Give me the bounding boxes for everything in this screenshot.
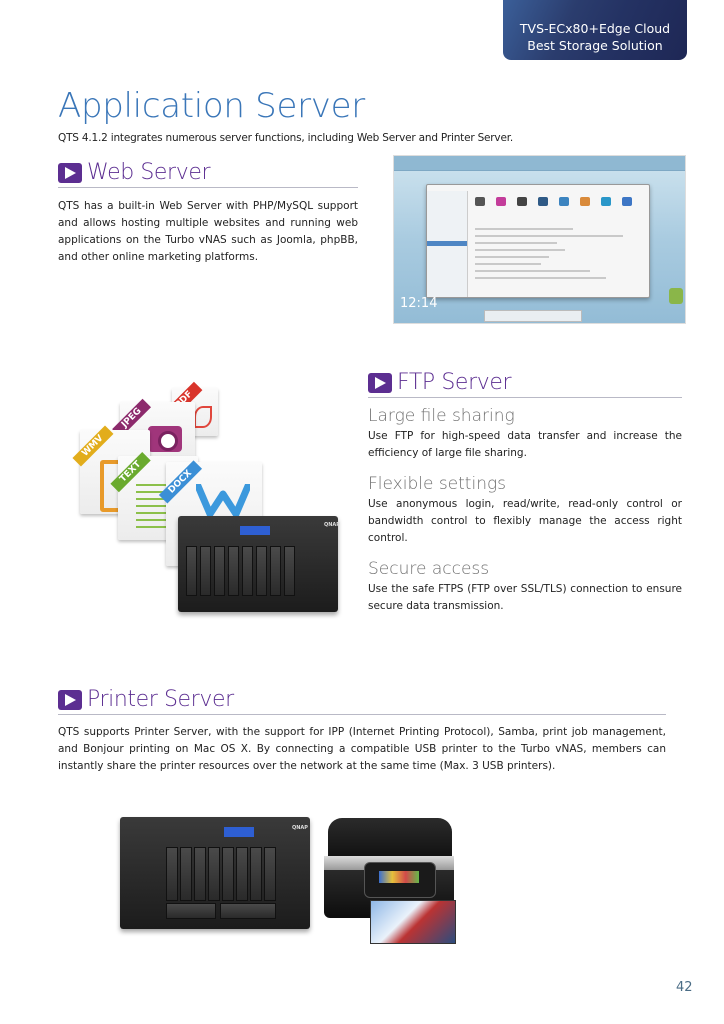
- ftp-server-title: FTP Server: [397, 370, 512, 395]
- ftp-feature-secure-access: Secure access Use the safe FTPS (FTP ove…: [368, 559, 682, 615]
- feature-title: Secure access: [368, 559, 490, 579]
- desktop-dock: [484, 310, 582, 322]
- web-server-settings-form: [475, 223, 639, 284]
- file-types-illustration: PDF JPEG WMV TEXT DOCX QNAP: [68, 380, 358, 615]
- control-panel-app-icons: [475, 197, 632, 206]
- ftp-feature-flexible-settings: Flexible settings Use anonymous login, r…: [368, 474, 682, 547]
- nas-device-image-2: QNAP: [120, 817, 310, 929]
- banner-line-2: Best Storage Solution: [527, 38, 663, 53]
- ftp-server-section: FTP Server Large file sharing Use FTP fo…: [368, 370, 682, 615]
- android-app-icon: [669, 288, 683, 304]
- feature-title: Flexible settings: [368, 474, 507, 494]
- section-arrow-icon: [368, 372, 392, 393]
- ftp-server-heading: FTP Server: [368, 370, 682, 398]
- nas-device-image: QNAP: [178, 516, 340, 612]
- header-banner: TVS-ECx80+Edge Cloud Best Storage Soluti…: [503, 0, 687, 60]
- printed-photo: [370, 900, 456, 944]
- nas-lcd-display: [240, 526, 270, 535]
- qnap-logo: QNAP: [324, 522, 340, 528]
- section-arrow-icon: [58, 162, 82, 183]
- printer-server-title: Printer Server: [87, 687, 234, 712]
- word-w-logo-icon: [196, 484, 250, 516]
- printer-server-body: QTS supports Printer Server, with the su…: [58, 726, 666, 772]
- qnap-logo: QNAP: [292, 825, 308, 831]
- page-title: Application Server: [58, 86, 365, 126]
- banner-line-1: TVS-ECx80+Edge Cloud: [519, 21, 671, 36]
- web-server-section: Web Server QTS has a built-in Web Server…: [58, 160, 358, 266]
- control-panel-window: [426, 184, 650, 298]
- feature-title: Large file sharing: [368, 406, 515, 426]
- web-server-title: Web Server: [87, 160, 211, 185]
- web-server-screenshot: 12:14: [393, 155, 686, 324]
- desktop-clock: 12:14: [400, 296, 438, 311]
- feature-body: Use anonymous login, read/write, read-on…: [368, 498, 682, 544]
- section-arrow-icon: [58, 689, 82, 710]
- ftp-feature-large-file-sharing: Large file sharing Use FTP for high-spee…: [368, 406, 682, 462]
- desktop-taskbar: [394, 156, 685, 171]
- nas-lcd-display: [224, 827, 254, 837]
- feature-body: Use the safe FTPS (FTP over SSL/TLS) con…: [368, 583, 682, 612]
- web-server-body: QTS has a built-in Web Server with PHP/M…: [58, 200, 358, 263]
- printer-image: [324, 818, 456, 944]
- page-number: 42: [676, 980, 693, 995]
- web-server-heading: Web Server: [58, 160, 358, 188]
- printer-server-heading: Printer Server: [58, 687, 666, 715]
- printer-server-section: Printer Server QTS supports Printer Serv…: [58, 687, 666, 775]
- control-panel-sidebar: [427, 191, 468, 297]
- feature-body: Use FTP for high-speed data transfer and…: [368, 430, 682, 459]
- printer-control-panel: [364, 862, 436, 898]
- page-subtitle: QTS 4.1.2 integrates numerous server fun…: [58, 132, 513, 144]
